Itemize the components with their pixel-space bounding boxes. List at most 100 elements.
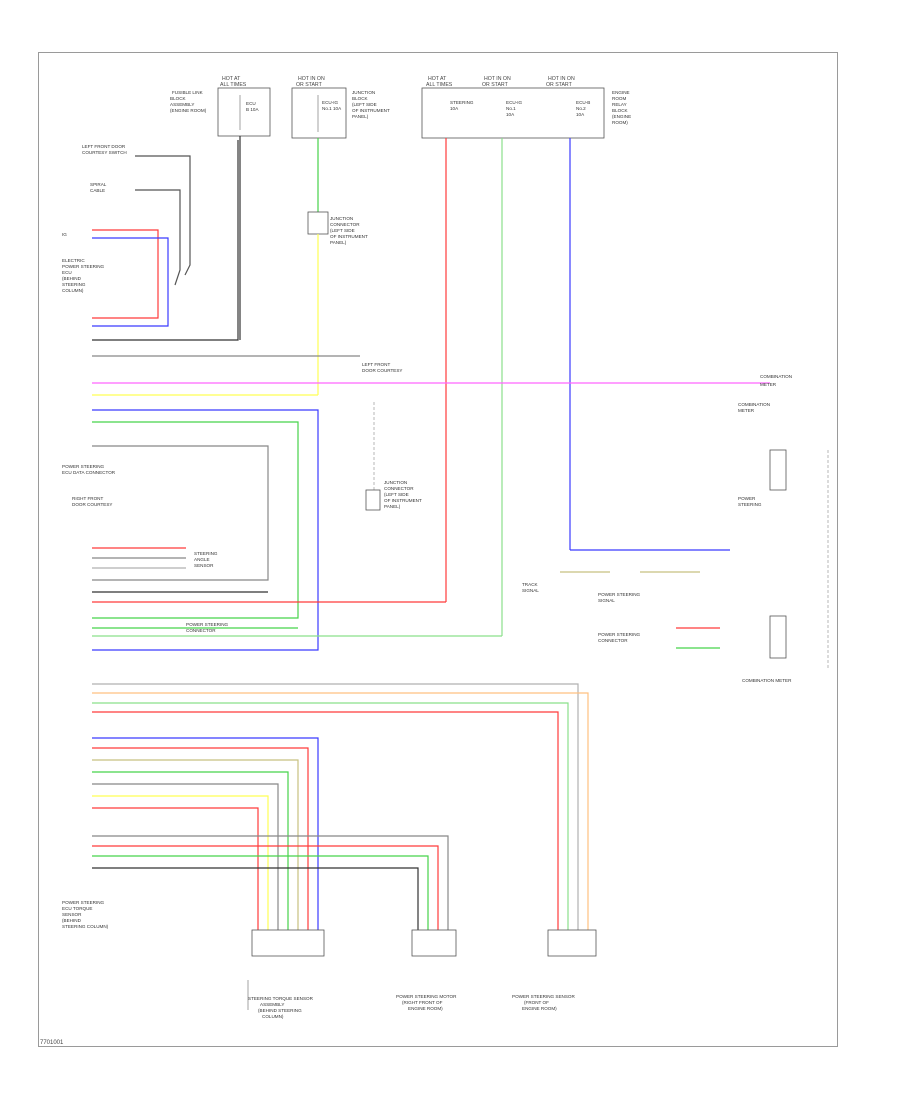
- svg-text:PANEL): PANEL): [330, 240, 347, 245]
- svg-text:TRACK: TRACK: [522, 582, 539, 587]
- svg-text:(LEFT SIDE: (LEFT SIDE: [384, 492, 409, 497]
- horizontal-bus: LEFT FRONT DOOR COURTESY COMBINATION MET…: [92, 355, 792, 651]
- svg-text:10A: 10A: [506, 112, 515, 117]
- svg-text:COMBINATION: COMBINATION: [738, 402, 770, 407]
- svg-text:ECU: ECU: [246, 101, 256, 106]
- svg-text:(ENGINE: (ENGINE: [612, 114, 631, 119]
- svg-text:ENGINE: ENGINE: [612, 90, 630, 95]
- svg-text:POWER STEERING: POWER STEERING: [598, 632, 641, 637]
- svg-text:ECU-IG: ECU-IG: [322, 100, 339, 105]
- svg-text:BLOCK: BLOCK: [170, 96, 187, 101]
- svg-text:OR START: OR START: [546, 82, 573, 88]
- svg-text:HOT AT: HOT AT: [222, 76, 241, 82]
- svg-text:JUNCTION: JUNCTION: [330, 216, 353, 221]
- svg-text:ECU-B: ECU-B: [576, 100, 590, 105]
- svg-text:BLOCK: BLOCK: [352, 96, 369, 101]
- svg-text:(BEHIND STEERING: (BEHIND STEERING: [258, 1008, 302, 1013]
- svg-text:STEERING: STEERING: [450, 100, 474, 105]
- svg-text:BLOCK: BLOCK: [612, 108, 629, 113]
- svg-text:SPIRAL: SPIRAL: [90, 182, 107, 187]
- svg-text:LEFT FRONT DOOR: LEFT FRONT DOOR: [82, 144, 126, 149]
- svg-text:ECU TORQUE: ECU TORQUE: [62, 906, 92, 911]
- svg-text:CABLE: CABLE: [90, 188, 105, 193]
- svg-text:FUSIBLE LINK: FUSIBLE LINK: [172, 90, 204, 95]
- svg-text:ENGINE ROOM): ENGINE ROOM): [522, 1006, 557, 1011]
- left-upper-labels: LEFT FRONT DOOR COURTESY SWITCH SPIRAL C…: [62, 144, 127, 293]
- svg-text:POWER STEERING: POWER STEERING: [186, 622, 229, 627]
- svg-text:B 10A: B 10A: [246, 107, 259, 112]
- svg-text:(LEFT SIDE: (LEFT SIDE: [352, 102, 377, 107]
- svg-text:IG: IG: [62, 232, 67, 237]
- svg-text:HOT IN ON: HOT IN ON: [484, 76, 511, 82]
- svg-text:HOT IN ON: HOT IN ON: [548, 76, 575, 82]
- svg-text:(BEHIND: (BEHIND: [62, 918, 82, 923]
- svg-text:ROOM): ROOM): [612, 120, 628, 125]
- svg-text:POWER STEERING: POWER STEERING: [598, 592, 641, 597]
- svg-text:SIGNAL: SIGNAL: [522, 588, 539, 593]
- svg-text:STEERING TORQUE SENSOR: STEERING TORQUE SENSOR: [248, 996, 314, 1001]
- svg-text:RIGHT FRONT: RIGHT FRONT: [72, 496, 103, 501]
- svg-text:(RIGHT FRONT OF: (RIGHT FRONT OF: [402, 1000, 443, 1005]
- svg-text:OF INSTRUMENT: OF INSTRUMENT: [330, 234, 368, 239]
- svg-text:10A: 10A: [576, 112, 585, 117]
- svg-text:STEERING: STEERING: [194, 551, 218, 556]
- svg-text:ALL TIMES: ALL TIMES: [426, 82, 453, 88]
- svg-text:ROOM: ROOM: [612, 96, 626, 101]
- svg-text:10A: 10A: [450, 106, 459, 111]
- lower-wires: [92, 683, 589, 930]
- fuse-box-center: HOT IN ON OR START ECU-IG No.1 10A JUNCT…: [291, 76, 390, 139]
- svg-text:COURTESY SWITCH: COURTESY SWITCH: [82, 150, 127, 155]
- svg-text:PANEL): PANEL): [384, 504, 401, 509]
- svg-text:DOOR COURTESY: DOOR COURTESY: [72, 502, 113, 507]
- svg-text:SENSOR: SENSOR: [194, 563, 214, 568]
- svg-text:CONNECTOR: CONNECTOR: [598, 638, 628, 643]
- svg-text:OF INSTRUMENT: OF INSTRUMENT: [384, 498, 422, 503]
- svg-text:METER: METER: [738, 408, 755, 413]
- svg-text:COMBINATION: COMBINATION: [760, 374, 792, 379]
- bottom-connectors: STEERING TORQUE SENSOR ASSEMBLY (BEHIND …: [247, 929, 597, 1019]
- svg-text:POWER STEERING SENSOR: POWER STEERING SENSOR: [512, 994, 575, 999]
- svg-text:COLUMN): COLUMN): [62, 288, 84, 293]
- fuse-box-left: HOT AT ALL TIMES FUSIBLE LINK BLOCK ASSE…: [170, 76, 271, 137]
- junction-connector-center: JUNCTION CONNECTOR (LEFT SIDE OF INSTRUM…: [365, 402, 422, 511]
- svg-text:COLUMN): COLUMN): [262, 1014, 284, 1019]
- svg-text:POWER: POWER: [738, 496, 756, 501]
- svg-text:JUNCTION: JUNCTION: [384, 480, 407, 485]
- svg-text:STEERING: STEERING: [738, 502, 762, 507]
- svg-text:POWER STEERING: POWER STEERING: [62, 464, 105, 469]
- svg-text:OR START: OR START: [482, 82, 509, 88]
- diagram-frame: [38, 52, 838, 1047]
- svg-text:RELAY: RELAY: [612, 102, 627, 107]
- diagram-code: 7701001: [40, 1040, 64, 1046]
- svg-text:(FRONT OF: (FRONT OF: [524, 1000, 549, 1005]
- svg-text:SENSOR: SENSOR: [62, 912, 82, 917]
- svg-text:POWER STEERING: POWER STEERING: [62, 264, 105, 269]
- svg-text:LEFT FRONT: LEFT FRONT: [362, 362, 390, 367]
- left-lower-labels: POWER STEERING ECU TORQUE SENSOR (BEHIND…: [62, 900, 109, 929]
- svg-text:JUNCTION: JUNCTION: [352, 90, 375, 95]
- svg-text:No.2: No.2: [576, 106, 586, 111]
- svg-text:COMBINATION METER: COMBINATION METER: [742, 678, 792, 683]
- svg-text:OF INSTRUMENT: OF INSTRUMENT: [352, 108, 390, 113]
- svg-text:CONNECTOR: CONNECTOR: [384, 486, 414, 491]
- svg-text:POWER STEERING: POWER STEERING: [62, 900, 105, 905]
- svg-text:ELECTRIC: ELECTRIC: [62, 258, 85, 263]
- left-mid-wires: STEERING ANGLE SENSOR POWER STEERING CON…: [92, 547, 502, 637]
- svg-text:(ENGINE ROOM): (ENGINE ROOM): [170, 108, 207, 113]
- svg-text:ASSEMBLY: ASSEMBLY: [170, 102, 194, 107]
- svg-text:OR START: OR START: [296, 82, 323, 88]
- svg-text:STEERING COLUMN): STEERING COLUMN): [62, 924, 109, 929]
- svg-text:(BEHIND: (BEHIND: [62, 276, 82, 281]
- fuse-box-right: HOT AT ALL TIMES HOT IN ON OR START HOT …: [421, 76, 631, 139]
- svg-text:ECU-IG: ECU-IG: [506, 100, 523, 105]
- svg-text:METER: METER: [760, 382, 777, 387]
- svg-text:(LEFT SIDE: (LEFT SIDE: [330, 228, 355, 233]
- svg-text:POWER STEERING MOTOR: POWER STEERING MOTOR: [396, 994, 457, 999]
- svg-text:DOOR COURTESY: DOOR COURTESY: [362, 368, 403, 373]
- svg-text:SIGNAL: SIGNAL: [598, 598, 615, 603]
- svg-text:ECU DATA CONNECTOR: ECU DATA CONNECTOR: [62, 470, 116, 475]
- right-side-group: TRACK SIGNAL POWER STEERING SIGNAL POWER…: [522, 402, 829, 683]
- svg-text:ENGINE ROOM): ENGINE ROOM): [408, 1006, 443, 1011]
- left-switch-wires: [92, 140, 239, 341]
- svg-text:HOT IN ON: HOT IN ON: [298, 76, 325, 82]
